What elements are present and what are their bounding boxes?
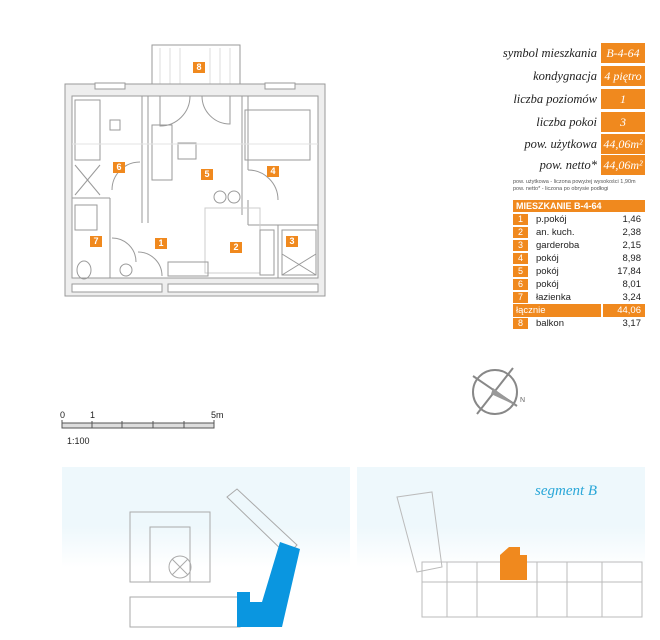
- row-name: łazienka: [536, 292, 571, 303]
- row-area: 3,24: [622, 292, 642, 303]
- room-label-1: 1: [155, 238, 167, 249]
- row-area: 17,84: [617, 266, 641, 277]
- row-area: 1,46: [622, 214, 642, 225]
- floor-plan: [64, 44, 326, 297]
- room-label-8: 8: [193, 62, 205, 73]
- table-row: 3 garderoba 2,15: [513, 239, 645, 252]
- table-row: 5 pokój 17,84: [513, 265, 645, 278]
- row-num: 6: [513, 279, 528, 290]
- row-name: pokój: [536, 253, 559, 264]
- info-row-symbol: symbol mieszkania B-4-64: [502, 43, 645, 63]
- info-row-floor: kondygnacja 4 piętro: [505, 66, 645, 86]
- info-row-usable-area: pow. użytkowa 44,06m²: [505, 134, 645, 154]
- row-area: 8,01: [622, 279, 642, 290]
- scale-tick-0: 0: [60, 410, 66, 420]
- info-value: 4 piętro: [601, 66, 645, 86]
- info-row-levels: liczba poziomów 1: [505, 89, 645, 109]
- row-name: garderoba: [536, 240, 580, 251]
- scale-bar: [61, 420, 215, 429]
- row-area: 2,15: [622, 240, 642, 251]
- total-label: łącznie: [516, 305, 546, 316]
- room-label-7: 7: [90, 236, 102, 247]
- row-area: 3,17: [622, 318, 642, 329]
- info-label: kondygnacja: [533, 69, 597, 83]
- room-label-3: 3: [286, 236, 298, 247]
- info-row-rooms: liczba pokoi 3: [505, 112, 645, 132]
- row-area: 8,98: [622, 253, 642, 264]
- table-row: 6 pokój 8,01: [513, 278, 645, 291]
- total-value: 44,06: [601, 304, 645, 317]
- room-label-5: 5: [201, 169, 213, 180]
- table-row: 7 łazienka 3,24: [513, 291, 645, 304]
- info-label: liczba pokoi: [536, 115, 597, 129]
- table-title: MIESZKANIE B-4-64: [513, 200, 645, 212]
- row-num: 5: [513, 266, 528, 277]
- info-value: 44,06m²: [601, 155, 645, 175]
- row-name: an. kuch.: [536, 227, 575, 238]
- table-total-row: łącznie 44,06: [513, 304, 645, 317]
- scale-tick-1: 1: [90, 410, 96, 420]
- info-value: 3: [601, 112, 645, 132]
- info-label: pow. użytkowa: [524, 137, 597, 151]
- note-usable: pow. użytkowa - liczona powyżej wysokośc…: [513, 179, 636, 185]
- row-name: balkon: [536, 318, 564, 329]
- room-label-2: 2: [230, 242, 242, 253]
- row-name: pokój: [536, 266, 559, 277]
- segment-plan-panel: [357, 467, 645, 635]
- info-row-net-area: pow. netto* 44,06m²: [505, 155, 645, 175]
- info-label: pow. netto*: [539, 158, 597, 172]
- compass-north-label: N: [520, 397, 526, 404]
- room-label-6: 6: [113, 162, 125, 173]
- info-value: B-4-64: [601, 43, 645, 63]
- row-area: 2,38: [622, 227, 642, 238]
- room-label-4: 4: [267, 166, 279, 177]
- table-row: 1 p.pokój 1,46: [513, 213, 645, 226]
- row-name: p.pokój: [536, 214, 567, 225]
- row-num: 1: [513, 214, 528, 225]
- site-plan-panel: [62, 467, 350, 635]
- table-row: 2 an. kuch. 2,38: [513, 226, 645, 239]
- row-num: 3: [513, 240, 528, 251]
- row-num: 7: [513, 292, 528, 303]
- segment-plan-drawing: [396, 491, 643, 618]
- table-row: 4 pokój 8,98: [513, 252, 645, 265]
- info-label: liczba poziomów: [513, 92, 597, 106]
- row-num: 2: [513, 227, 528, 238]
- info-label: symbol mieszkania: [502, 46, 597, 60]
- row-num: 8: [513, 318, 528, 329]
- compass-icon: [472, 367, 518, 415]
- scale-tick-5m: 5m: [211, 410, 224, 420]
- note-net: pow. netto* - liczona po obrysie podłogi: [513, 186, 609, 192]
- room-table: MIESZKANIE B-4-64 1 p.pokój 1,46 2 an. kuch…: [513, 200, 645, 330]
- row-num: 4: [513, 253, 528, 264]
- row-name: pokój: [536, 279, 559, 290]
- segment-label: segment B: [535, 483, 598, 499]
- site-plan-drawing: [129, 488, 300, 628]
- info-value: 44,06m²: [601, 134, 645, 154]
- scale-ratio: 1:100: [67, 436, 90, 446]
- table-row-balcony: 8 balkon 3,17: [513, 317, 645, 330]
- info-value: 1: [601, 89, 645, 109]
